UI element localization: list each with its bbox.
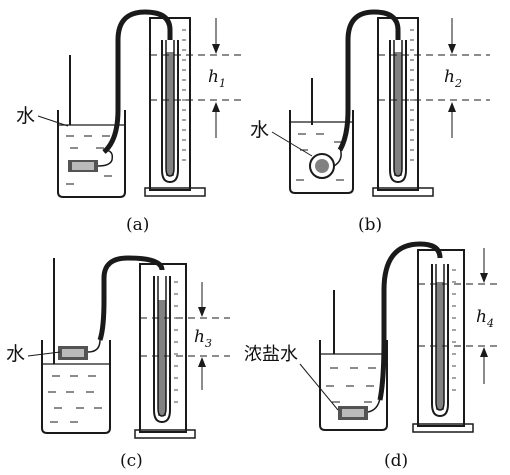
height-arrow-c — [198, 282, 206, 390]
probe-d — [338, 397, 381, 420]
probe-a — [68, 149, 114, 172]
panel-a: h1 水 (a) — [16, 9, 245, 235]
beaker-d — [319, 340, 388, 431]
tube-c — [97, 255, 165, 341]
height-label-b: h2 — [444, 67, 462, 90]
liquid-label-a: 水 — [16, 105, 35, 127]
beaker-b — [289, 110, 354, 194]
panel-c: h3 水 (c) — [6, 255, 230, 471]
caption-c: (c) — [120, 451, 143, 471]
liquid-label-c: 水 — [6, 343, 25, 365]
height-label-d: h4 — [476, 307, 494, 330]
height-label-c: h3 — [194, 327, 212, 350]
manometer-c — [134, 263, 196, 439]
probe-c — [58, 339, 101, 360]
panel-b: h2 水 (b) — [250, 9, 490, 235]
manometer-a — [144, 17, 206, 197]
panel-d: h4 浓盐水 (d) — [244, 241, 500, 471]
tube-a — [102, 9, 173, 154]
caption-b: (b) — [358, 215, 382, 235]
height-arrow-a — [212, 18, 220, 138]
caption-d: (d) — [384, 451, 408, 471]
probe-b — [309, 147, 342, 179]
height-arrow-d — [480, 248, 488, 384]
height-arrow-b — [448, 18, 456, 138]
liquid-label-b: 水 — [250, 119, 269, 141]
liquid-label-d: 浓盐水 — [244, 344, 298, 365]
manometer-d — [412, 249, 474, 433]
height-label-a: h1 — [208, 67, 226, 90]
caption-a: (a) — [126, 215, 149, 235]
manometer-b — [372, 17, 434, 197]
